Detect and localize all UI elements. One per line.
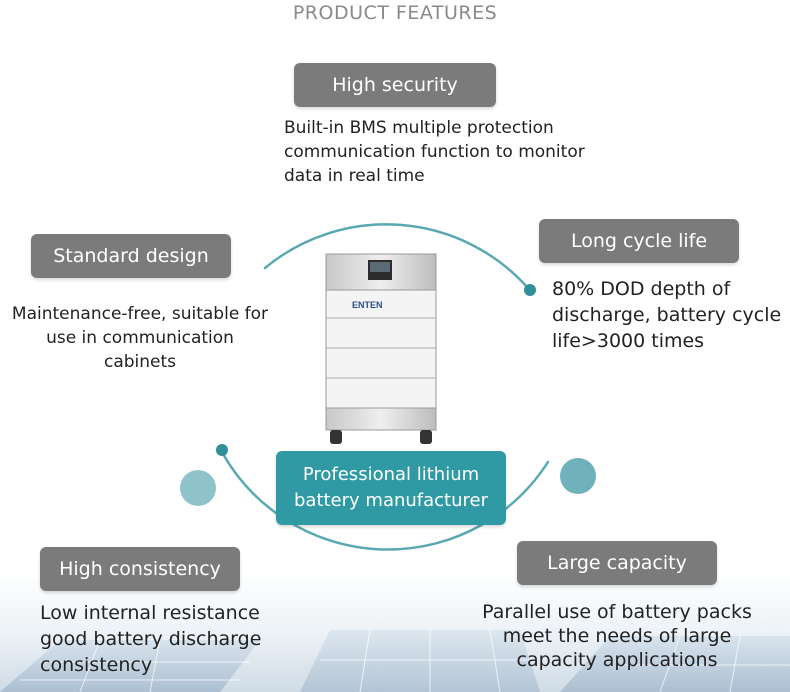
ring-dot-left <box>216 444 228 456</box>
battery-brand-label: ENTEN <box>352 300 383 310</box>
desc-line: Built-in BMS multiple protection <box>284 118 554 138</box>
desc-line: meet the needs of large <box>502 625 732 647</box>
decor-dot-right <box>560 458 596 494</box>
page-title: PRODUCT FEATURES <box>292 2 498 24</box>
ring-dot-right <box>524 284 536 296</box>
feature-label: High security <box>332 74 458 96</box>
desc-line: communication function to monitor <box>284 142 585 162</box>
feature-desc-high-security: Built-in BMS multiple protection communi… <box>284 116 585 188</box>
desc-line: consistency <box>40 654 153 676</box>
feature-desc-high-consistency: Low internal resistance good battery dis… <box>40 600 261 678</box>
desc-line: data in real time <box>284 166 425 186</box>
feature-badge-long-cycle-life: Long cycle life <box>539 219 739 263</box>
center-line: battery manufacturer <box>293 490 488 511</box>
desc-line: discharge, battery cycle <box>552 304 782 326</box>
feature-label: High consistency <box>59 558 221 580</box>
feature-badge-standard-design: Standard design <box>31 234 231 278</box>
desc-line: Low internal resistance <box>40 602 260 624</box>
center-line: Professional lithium <box>302 464 480 485</box>
feature-desc-long-cycle-life: 80% DOD depth of discharge, battery cycl… <box>552 276 781 354</box>
solar-panel-background <box>0 570 790 692</box>
feature-badge-large-capacity: Large capacity <box>517 541 717 585</box>
desc-line: capacity applications <box>516 649 718 671</box>
feature-desc-large-capacity: Parallel use of battery packs meet the n… <box>464 600 770 672</box>
feature-label: Standard design <box>53 245 209 267</box>
desc-line: life>3000 times <box>552 330 705 352</box>
desc-line: use in communication cabinets <box>46 328 234 372</box>
center-badge-manufacturer: Professional lithium battery manufacture… <box>276 451 506 525</box>
feature-badge-high-security: High security <box>294 63 496 107</box>
battery-cabinet-image: ENTEN <box>325 253 437 444</box>
decor-dot-left <box>180 470 216 506</box>
feature-desc-standard-design: Maintenance-free, suitable for use in co… <box>8 302 272 374</box>
feature-label: Long cycle life <box>570 230 708 252</box>
desc-line: Parallel use of battery packs <box>482 601 752 623</box>
feature-label: Large capacity <box>547 552 687 574</box>
desc-line: good battery discharge <box>40 628 262 650</box>
feature-badge-high-consistency: High consistency <box>40 547 240 591</box>
desc-line: Maintenance-free, suitable for <box>11 304 269 324</box>
desc-line: 80% DOD depth of <box>552 278 731 300</box>
